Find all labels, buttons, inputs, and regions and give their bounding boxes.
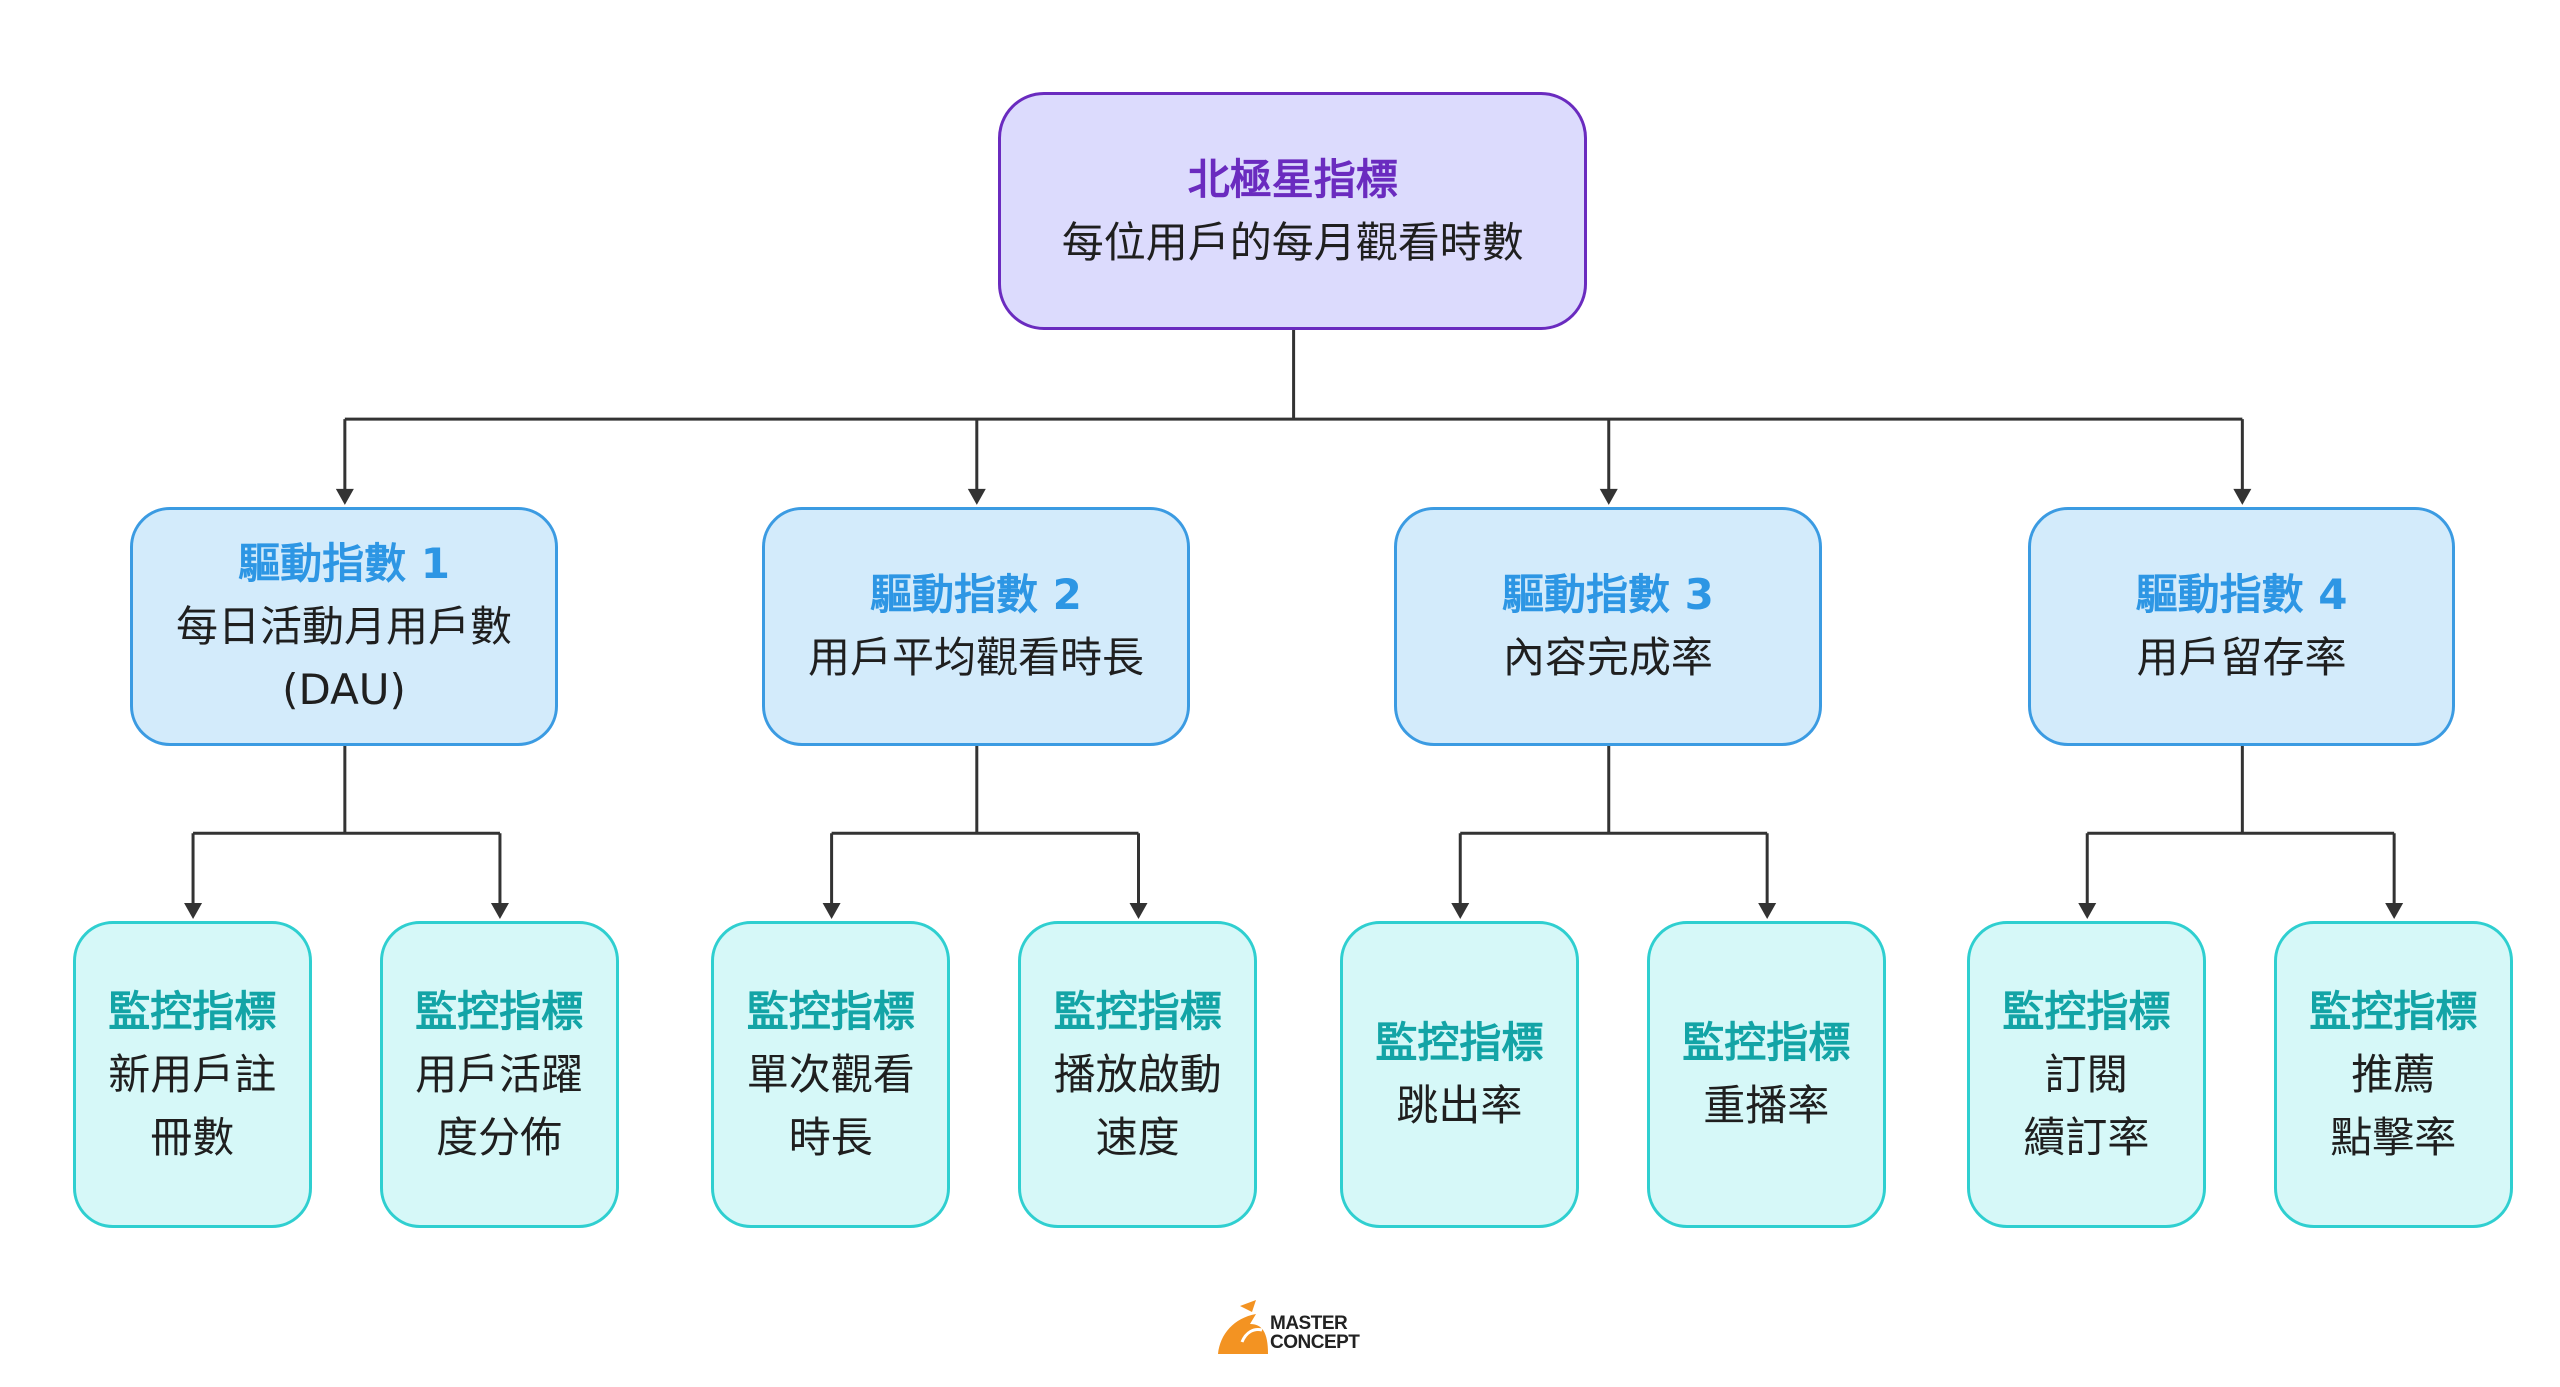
arrowhead-icon [2233, 488, 2252, 505]
driver-title: 驅動指數 2 [870, 570, 1082, 620]
driver-subtitle: 用戶留存率 [2136, 633, 2347, 683]
monitor-title: 監控指標 [1682, 1018, 1851, 1068]
arrowhead-icon [490, 903, 509, 920]
monitor-node-2a: 監控指標 單次觀看 時長 [711, 920, 951, 1228]
driver-subtitle: 每日活動月用戶數 (DAU) [176, 601, 513, 714]
monitor-title: 監控指標 [415, 986, 584, 1036]
arrowhead-icon [184, 903, 203, 920]
driver-subtitle: 用戶平均觀看時長 [807, 633, 1144, 683]
driver-node-4: 驅動指數 4 用戶留存率 [2027, 506, 2456, 746]
monitor-node-4b: 監控指標 推薦 點擊率 [2273, 920, 2513, 1228]
monitor-subtitle: 重播率 [1703, 1081, 1830, 1131]
arrowhead-icon [2385, 903, 2404, 920]
driver-node-2: 驅動指數 2 用戶平均觀看時長 [762, 506, 1190, 746]
north-star-subtitle: 每位用戶的每月觀看時數 [1061, 218, 1524, 268]
driver-node-3: 驅動指數 3 內容完成率 [1394, 506, 1822, 746]
monitor-title: 監控指標 [2002, 986, 2171, 1036]
monitor-title: 監控指標 [2309, 986, 2478, 1036]
arrowhead-icon [1599, 488, 1618, 505]
arrowhead-icon [1451, 903, 1470, 920]
driver-title: 驅動指數 4 [2135, 570, 2348, 620]
monitor-node-3b: 監控指標 重播率 [1646, 920, 1886, 1228]
north-star-title: 北極星指標 [1187, 155, 1398, 205]
driver-subtitle: 內容完成率 [1502, 633, 1713, 683]
monitor-node-2b: 監控指標 播放啟動 速度 [1018, 920, 1258, 1228]
monitor-node-1a: 監控指標 新用戶註 冊數 [72, 920, 312, 1228]
logo-mark-icon [1218, 1300, 1268, 1354]
monitor-title: 監控指標 [108, 986, 277, 1036]
logo-line-1: MASTER [1270, 1313, 1348, 1334]
monitor-subtitle: 用戶活躍 度分佈 [415, 1049, 584, 1162]
monitor-title: 監控指標 [1053, 986, 1222, 1036]
arrowhead-icon [822, 903, 841, 920]
arrowhead-icon [1129, 903, 1148, 920]
monitor-subtitle: 播放啟動 速度 [1053, 1049, 1222, 1162]
monitor-subtitle: 推薦 點擊率 [2330, 1049, 2457, 1162]
monitor-title: 監控指標 [1375, 1018, 1544, 1068]
monitor-subtitle: 單次觀看 時長 [746, 1049, 915, 1162]
driver-title: 驅動指數 3 [1501, 570, 1714, 620]
north-star-node: 北極星指標 每位用戶的每月觀看時數 [998, 92, 1588, 330]
logo-line-2: CONCEPT [1270, 1332, 1360, 1353]
arrowhead-icon [1758, 903, 1777, 920]
monitor-subtitle: 訂閱 續訂率 [2023, 1049, 2150, 1162]
monitor-node-1b: 監控指標 用戶活躍 度分佈 [379, 920, 619, 1228]
arrowhead-icon [335, 488, 354, 505]
driver-title: 驅動指數 1 [238, 538, 450, 588]
arrowhead-icon [2078, 903, 2097, 920]
master-concept-logo: MASTER CONCEPT [1210, 1298, 1370, 1358]
driver-node-1: 驅動指數 1 每日活動月用戶數 (DAU) [130, 506, 558, 746]
arrowhead-icon [967, 488, 986, 505]
monitor-subtitle: 跳出率 [1396, 1081, 1523, 1131]
monitor-node-4a: 監控指標 訂閱 續訂率 [1966, 920, 2207, 1228]
monitor-subtitle: 新用戶註 冊數 [108, 1049, 277, 1162]
monitor-node-3a: 監控指標 跳出率 [1339, 920, 1580, 1228]
monitor-title: 監控指標 [746, 986, 915, 1036]
